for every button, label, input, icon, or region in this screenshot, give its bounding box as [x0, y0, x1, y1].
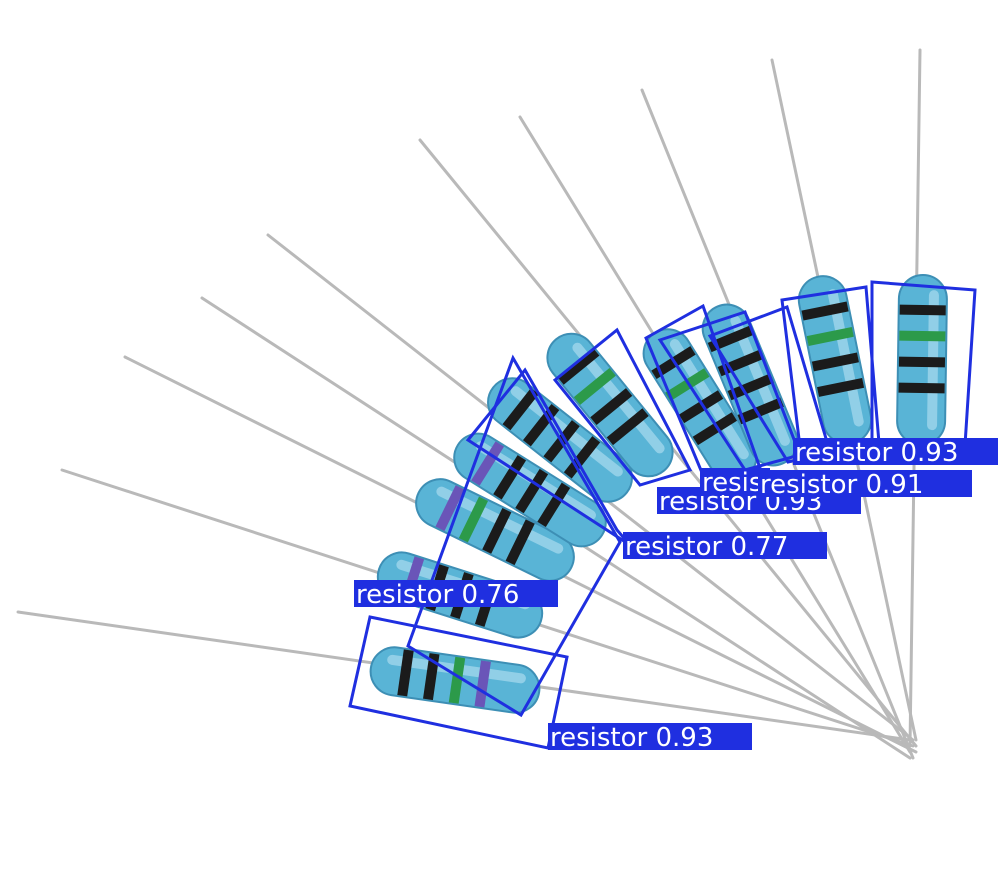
resistor	[369, 646, 541, 714]
color-band	[423, 653, 440, 701]
label-background	[548, 723, 752, 750]
color-band	[801, 301, 849, 321]
color-band	[573, 367, 616, 405]
color-band	[665, 368, 710, 402]
color-band	[458, 496, 489, 543]
label-text: resistor 0.93	[550, 723, 713, 753]
color-band	[448, 656, 466, 704]
color-band	[606, 408, 649, 446]
detection-label: resistor 0.77	[623, 532, 827, 562]
color-band	[678, 390, 724, 424]
color-band	[898, 356, 946, 368]
color-band	[397, 649, 414, 697]
label-text: resistor 0.91	[760, 470, 923, 500]
resistor	[797, 275, 873, 445]
color-band	[563, 436, 601, 479]
color-band	[537, 482, 571, 527]
label-text: resistor 0.93	[795, 438, 958, 468]
detection-labels: resistor 0.93 resistor 0.76 resistor 0.77 r…	[354, 438, 998, 753]
color-band	[811, 352, 859, 372]
color-band	[557, 347, 600, 385]
color-band	[727, 373, 774, 401]
color-band	[590, 388, 633, 425]
label-background	[793, 438, 998, 465]
color-band	[707, 325, 755, 353]
color-band	[899, 304, 946, 316]
label-background	[758, 470, 972, 497]
resistor-bodies	[369, 274, 948, 714]
detection-label: resistor 0.76	[354, 580, 558, 610]
label-text: resistor 0.76	[356, 580, 519, 610]
color-band	[493, 455, 527, 500]
detection-label: resistor 0.93	[793, 438, 998, 468]
color-band	[435, 485, 465, 531]
color-band	[692, 412, 738, 446]
color-band	[482, 508, 512, 554]
color-band	[505, 519, 535, 566]
color-band	[515, 468, 549, 514]
color-band	[737, 397, 784, 425]
color-band	[806, 327, 854, 346]
detection-box	[552, 327, 693, 487]
label-background	[354, 580, 558, 607]
color-band	[899, 330, 946, 342]
detection-box	[406, 354, 622, 718]
color-band	[474, 660, 491, 708]
resistor	[415, 478, 575, 582]
label-background	[623, 532, 827, 559]
color-band	[471, 441, 505, 486]
label-text: resistor 0.77	[625, 532, 788, 562]
resistor	[546, 332, 674, 478]
color-band	[898, 382, 945, 394]
resistor	[896, 274, 948, 446]
detection-label: resistor 0.91	[758, 470, 972, 500]
color-band	[502, 387, 539, 431]
color-band	[817, 377, 865, 397]
resistor	[453, 432, 607, 548]
detection-label: resistor 0.93	[548, 723, 752, 753]
